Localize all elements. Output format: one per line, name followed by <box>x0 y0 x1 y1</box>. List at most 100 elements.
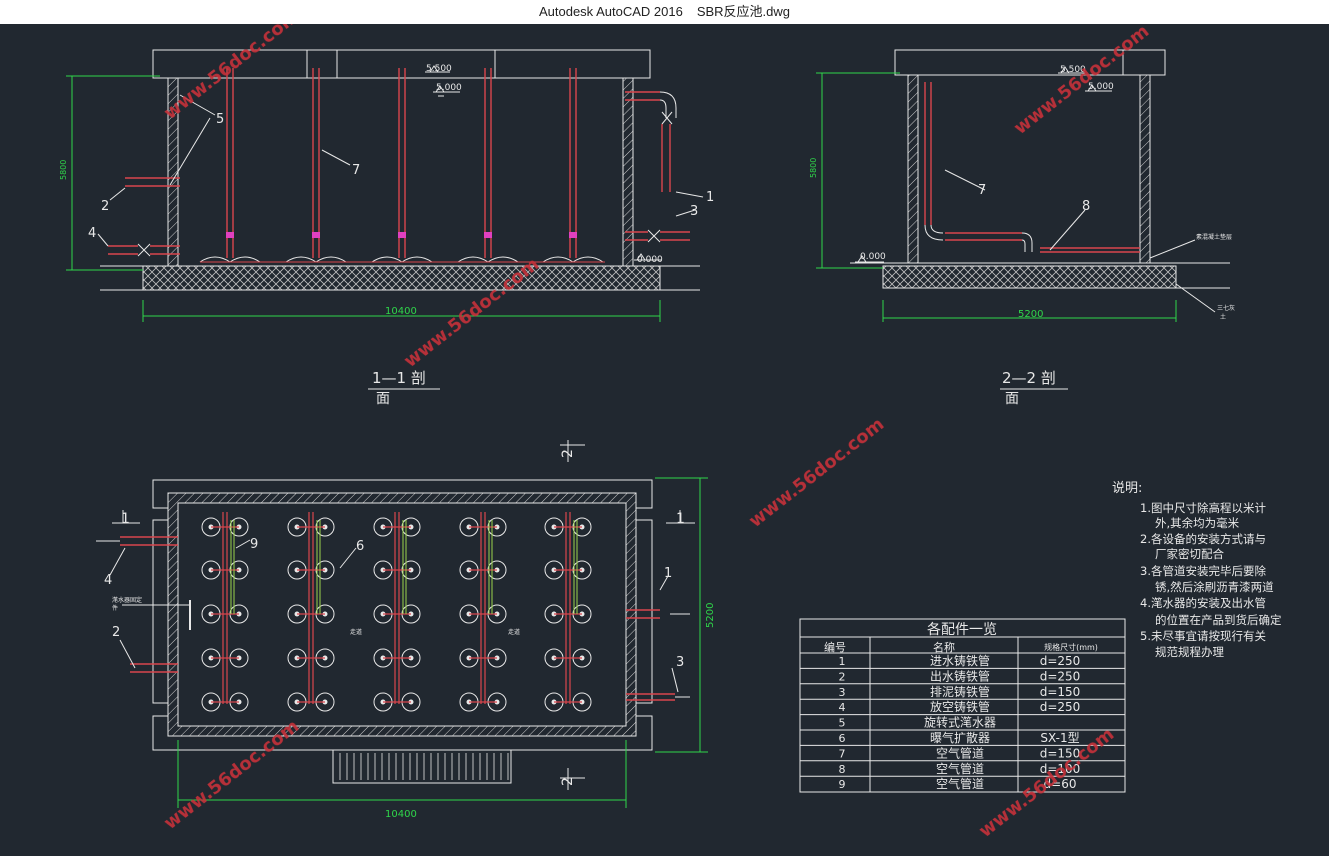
plan-label-4: 4 <box>104 573 112 588</box>
table-cell-name: 空气管道 <box>936 745 984 760</box>
table-cell-name: 排泥铸铁管 <box>930 684 990 699</box>
sec1-label-4: 4 <box>88 226 96 241</box>
plan-view: 1 1 2 2 9 6 4 1 2 3 滗水器固定 件 走道 走道 10400 … <box>96 440 716 820</box>
window-titlebar: Autodesk AutoCAD 2016 SBR反应池.dwg <box>0 0 1329 24</box>
table-header-name: 名称 <box>933 640 955 654</box>
watermark: www.56doc.com <box>1010 24 1153 139</box>
branch-air-pipe <box>469 526 497 703</box>
sec1-title: 1—1 剖 <box>372 369 426 387</box>
sec2-elev-top: 5.500 <box>1060 65 1086 75</box>
watermark: www.56doc.com <box>745 414 888 532</box>
plan-dim-height: 5200 <box>705 603 716 628</box>
table-cell-no: 4 <box>839 701 846 714</box>
plan-label-1: 1 <box>664 566 672 581</box>
notes-heading: 说明: <box>1112 481 1142 496</box>
main-air-pipe <box>222 512 228 704</box>
table-cell-no: 2 <box>839 670 846 683</box>
table-header-no: 编号 <box>824 640 846 654</box>
sec2-note-soil-b: 土 <box>1220 313 1226 321</box>
plan-label-6: 6 <box>356 539 364 554</box>
plan-note-fixed-b: 件 <box>112 604 118 612</box>
sec1-dim-height: 5800 <box>59 160 68 180</box>
plan-note-fixed: 滗水器固定 <box>112 596 142 604</box>
plan-section-mark-bottom: 2 <box>560 777 576 786</box>
note-line: 2.各设备的安装方式请与 <box>1140 532 1266 546</box>
main-air-pipe <box>394 512 400 704</box>
plan-section-mark-right: 1 <box>676 511 685 527</box>
sec2-title-b: 面 <box>1005 391 1019 407</box>
sec2-elev-zero: 0.000 <box>860 252 886 262</box>
sec2-dim-width: 5200 <box>1018 309 1043 320</box>
main-air-pipe <box>565 512 571 704</box>
main-air-pipe <box>480 512 486 704</box>
table-cell-no: 6 <box>839 732 846 745</box>
plan-note-walk-2: 走道 <box>508 628 520 636</box>
table-cell-spec: d=250 <box>1040 654 1081 668</box>
watermark: www.56doc.com <box>160 24 303 124</box>
table-cell-spec: d=150 <box>1040 746 1081 760</box>
sec1-dim-width: 10400 <box>385 306 417 317</box>
table-cell-no: 8 <box>839 763 846 776</box>
branch-air-pipe <box>211 526 239 703</box>
design-notes: 说明: 1.图中尺寸除高程以米计 外,其余均为毫米 2.各设备的安装方式请与 厂… <box>1112 481 1282 659</box>
air-pipe-d60 <box>230 520 235 614</box>
sec2-label-8: 8 <box>1082 199 1090 214</box>
table-cell-no: 1 <box>839 655 846 668</box>
table-cell-spec: d=100 <box>1040 762 1081 776</box>
table-cell-spec: SX-1型 <box>1040 731 1079 745</box>
plan-note-walk-1: 走道 <box>350 628 362 636</box>
plan-dim-width: 10400 <box>385 809 417 820</box>
sec2-dim-height: 5800 <box>809 158 818 178</box>
sec2-elev-water: 5.000 <box>1088 82 1114 92</box>
table-title: 各配件一览 <box>927 622 997 638</box>
table-cell-name: 进水铸铁管 <box>930 653 990 668</box>
table-header-spec: 规格尺寸(mm) <box>1044 642 1098 652</box>
plan-section-mark-left: 1 <box>121 511 130 527</box>
note-line: 4.滗水器的安装及出水管 <box>1140 596 1266 610</box>
sec1-elev-water: 5.000 <box>436 83 462 93</box>
table-cell-name: 旋转式滗水器 <box>924 715 996 730</box>
note-line: 5.未尽事宜请按现行有关 <box>1140 629 1266 643</box>
sec1-label-2: 2 <box>101 199 109 214</box>
table-cell-no: 7 <box>839 747 846 760</box>
note-line: 锈,然后涂刷沥青漆两道 <box>1155 580 1274 594</box>
note-line: 规范规程办理 <box>1155 645 1224 659</box>
parts-table: 1 进水铸铁管 d=250 2 出水铸铁管 d=250 3 排泥铸铁管 d=150 4 放空铸铁管 d… <box>799 618 1126 793</box>
sec2-note-concrete: 素混凝土垫层 <box>1196 233 1232 241</box>
table-cell-name: 放空铸铁管 <box>930 699 990 714</box>
table-cell-spec: d=150 <box>1040 685 1081 699</box>
note-line: 厂家密切配合 <box>1155 547 1224 561</box>
table-cell-no: 9 <box>839 778 846 791</box>
table-cell-spec: d=250 <box>1040 700 1081 714</box>
note-line: 的位置在产品到货后确定 <box>1155 613 1282 627</box>
table-cell-no: 5 <box>839 717 846 730</box>
sec1-elev-zero: 0.000 <box>637 255 663 265</box>
plan-section-mark-top: 2 <box>560 449 576 458</box>
sec1-elev-top: 5.500 <box>426 64 452 74</box>
branch-air-pipe <box>554 526 582 703</box>
table-cell-spec: d=250 <box>1040 669 1081 683</box>
sec1-label-3: 3 <box>690 204 698 219</box>
drawing-canvas[interactable]: 5.500 5.000 0.000 5 7 2 4 1 3 5800 10400… <box>0 24 1329 856</box>
plan-label-3: 3 <box>676 655 684 670</box>
air-pipe-d60 <box>573 520 578 614</box>
note-line: 1.图中尺寸除高程以米计 <box>1140 501 1266 515</box>
app-name: Autodesk AutoCAD 2016 <box>538 4 683 19</box>
air-pipe-d60 <box>488 520 493 614</box>
table-cell-name: 出水铸铁管 <box>930 668 990 683</box>
sec1-label-7: 7 <box>352 163 360 178</box>
section-2-2-view: 5.500 5.000 0.000 7 8 素混凝土垫层 三七灰 土 5800 … <box>809 49 1235 407</box>
sec1-label-5: 5 <box>216 112 224 127</box>
table-cell-name: 曝气扩散器 <box>930 730 990 745</box>
table-cell-no: 3 <box>839 686 846 699</box>
sec1-title-b: 面 <box>376 391 390 407</box>
plan-label-9: 9 <box>250 537 258 552</box>
main-air-pipe <box>308 512 314 704</box>
note-line: 外,其余均为毫米 <box>1155 516 1240 530</box>
note-line: 3.各管道安装完毕后要除 <box>1140 564 1266 578</box>
sec2-title: 2—2 剖 <box>1002 369 1056 387</box>
air-pipe-d60 <box>316 520 321 614</box>
file-name: SBR反应池.dwg <box>696 4 791 19</box>
branch-air-pipe <box>297 526 325 703</box>
table-cell-name: 空气管道 <box>936 761 984 776</box>
